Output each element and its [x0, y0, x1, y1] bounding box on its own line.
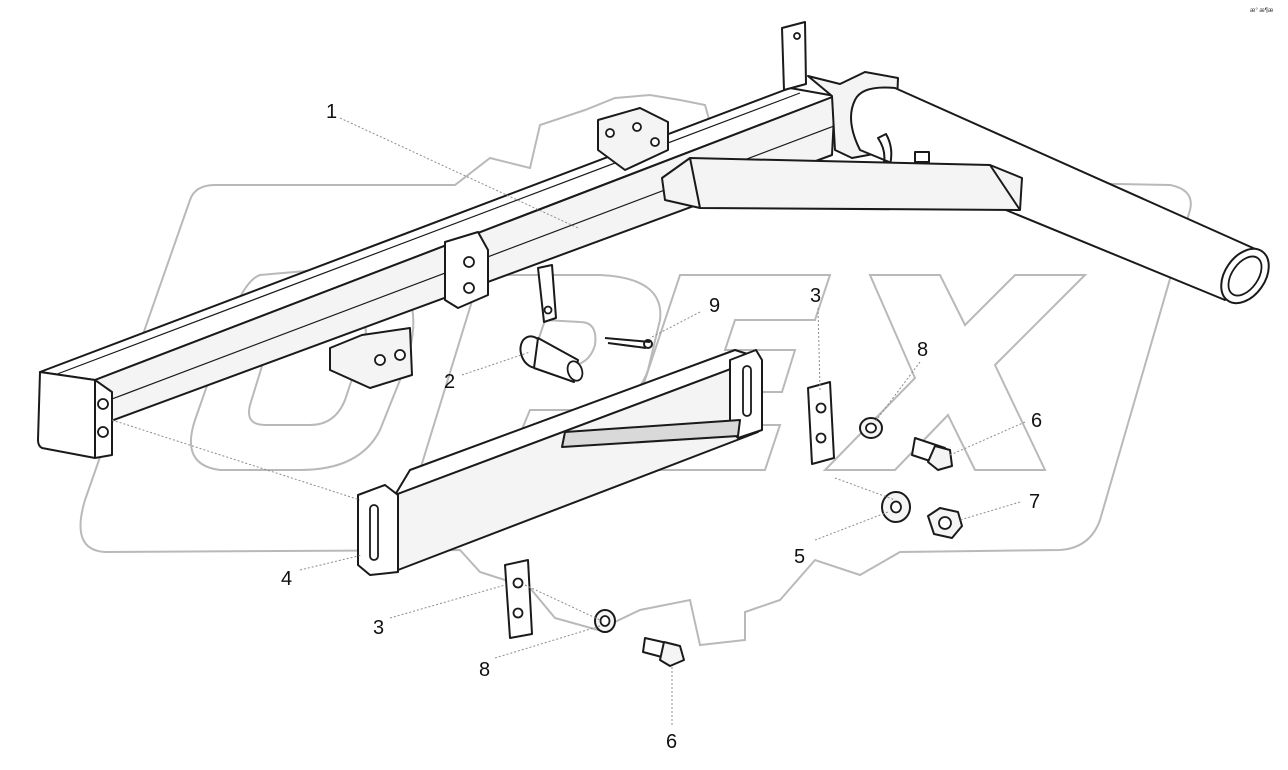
watermark-letter-x — [822, 274, 1088, 471]
beam-top-face — [39, 87, 836, 381]
part-1-frame-beam — [37, 21, 1270, 459]
callout-3-upper: 3 — [810, 285, 821, 307]
corner-mark: æ° æ¶æ — [1250, 8, 1274, 14]
opex-watermark — [79, 93, 1192, 647]
callout-6-upper: 6 — [1031, 410, 1042, 432]
callout-4: 4 — [281, 568, 292, 590]
part-7-castle-nut — [927, 507, 963, 539]
watermark-letter-e — [613, 274, 832, 471]
lower-left-block — [329, 327, 413, 389]
callout-1: 1 — [326, 101, 337, 123]
callout-2: 2 — [444, 371, 455, 393]
callout-9: 9 — [709, 295, 720, 317]
beam-end-plate — [37, 371, 113, 459]
callout-7: 7 — [1029, 491, 1040, 513]
part-9-cotter-pin — [604, 337, 653, 349]
frame-upright-tab — [781, 21, 807, 91]
callout-3-lower: 3 — [373, 617, 384, 639]
callout-6-lower: 6 — [666, 731, 677, 753]
callout-8-lower: 8 — [479, 659, 490, 681]
middle-bracket — [444, 231, 489, 309]
part-4-slotted-rail — [357, 349, 763, 576]
callout-5: 5 — [794, 546, 805, 568]
watermark-gear-outline — [79, 93, 1192, 647]
part-6-bolt-upper — [911, 437, 953, 471]
frame-angle-bracket — [661, 157, 1023, 211]
part-3-strap-plate-lower — [504, 559, 533, 639]
rail-slot — [561, 419, 741, 448]
part-3-strap-plate-upper — [807, 381, 835, 465]
part-2-pin — [519, 335, 584, 383]
upper-clamp-bracket — [597, 107, 669, 171]
callout-8-upper: 8 — [917, 339, 928, 361]
part-8-washer-lower — [594, 609, 616, 633]
part-5-flat-washer — [881, 491, 911, 523]
leader-lines — [111, 117, 1026, 725]
part-8-washer-upper — [859, 417, 883, 439]
part-6-bolt-lower — [642, 637, 685, 667]
callout-labels: 1 2 9 3 8 6 7 5 4 3 8 6 — [281, 101, 1042, 753]
